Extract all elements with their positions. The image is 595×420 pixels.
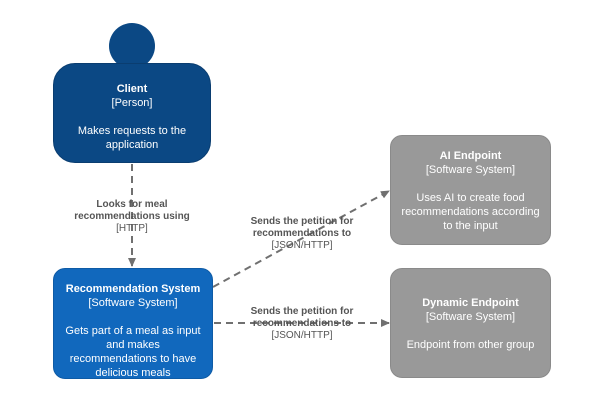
dynamic-endpoint-title: Dynamic Endpoint — [422, 297, 519, 309]
edge-label-text: Looks for meal recommendations using — [74, 199, 190, 222]
edge-technology-text: [JSON/HTTP] — [271, 330, 333, 341]
client-person-head — [109, 23, 155, 69]
edge-technology-text: [JSON/HTTP] — [271, 240, 333, 251]
ai-endpoint-type: [Software System] — [425, 164, 516, 176]
recommendation-system-description: Gets part of a meal as input and makes r… — [65, 325, 201, 379]
recommendation-system-node[interactable]: Recommendation System [Software System] … — [53, 268, 213, 379]
edge-label-text: Sends the petition for recommendations t… — [250, 306, 354, 329]
dynamic-endpoint-description: Endpoint from other group — [406, 339, 535, 351]
ai-endpoint-node[interactable]: AI Endpoint [Software System] Uses AI to… — [390, 135, 551, 245]
dynamic-endpoint-type: [Software System] — [425, 311, 516, 323]
dynamic-endpoint-node[interactable]: Dynamic Endpoint [Software System] Endpo… — [390, 268, 551, 378]
recommendation-system-title: Recommendation System — [65, 283, 201, 295]
edge-technology-text: [HTTP] — [116, 223, 148, 234]
edge-label-client-to-recommendation: Looks for meal recommendations using [HT… — [62, 199, 202, 235]
recommendation-system-type: [Software System] — [88, 297, 178, 309]
edge-label-text: Sends the petition for recommendations t… — [250, 216, 354, 239]
client-type: [Person] — [111, 97, 153, 109]
client-description: Makes requests to the application — [77, 125, 187, 151]
ai-endpoint-description: Uses AI to create food recommendations a… — [401, 192, 540, 232]
edge-recommendation-to-ai — [212, 190, 390, 288]
edge-label-recommendation-to-ai: Sends the petition for recommendations t… — [238, 216, 366, 252]
ai-endpoint-title: AI Endpoint — [439, 150, 502, 162]
client-title: Client — [116, 83, 148, 95]
edge-label-recommendation-to-dynamic: Sends the petition for recommendations t… — [238, 306, 366, 342]
client-person-node[interactable]: Client [Person] Makes requests to the ap… — [53, 63, 211, 163]
